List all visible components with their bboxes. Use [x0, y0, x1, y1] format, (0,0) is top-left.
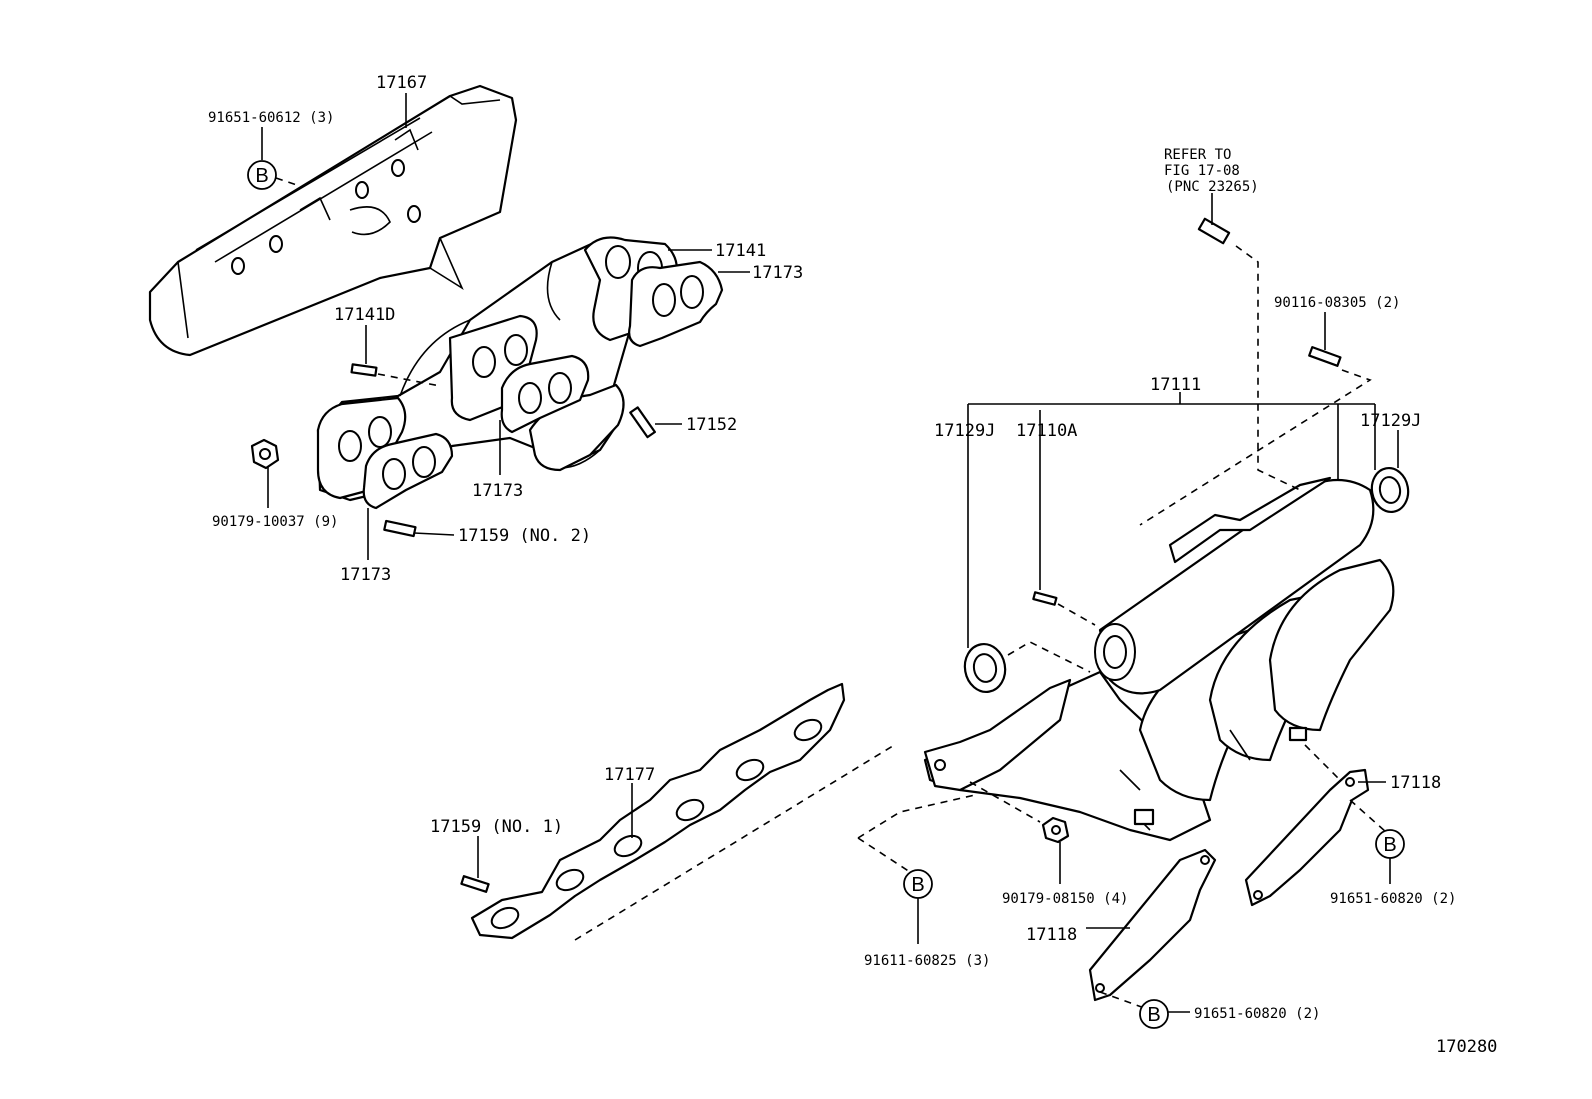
- stud-90116-drawing: [1139, 346, 1372, 526]
- gasket-17129j-right-drawing: [1370, 467, 1410, 513]
- stud-17152-drawing: [629, 406, 656, 439]
- label-intake-gasket: 17177: [604, 765, 655, 785]
- bolt-b-right-drawing: [1349, 799, 1387, 833]
- label-refer-line1: REFER TO: [1164, 147, 1231, 163]
- sensor-refer-drawing: [1197, 217, 1301, 491]
- stay-right-drawing: [1244, 744, 1370, 907]
- intake-manifold-drawing: [923, 476, 1395, 842]
- svg-text:B: B: [255, 165, 268, 187]
- label-stud-17152: 17152: [686, 415, 737, 435]
- label-heat-insulator: 17167: [376, 73, 427, 93]
- callout-b-right: B: [1375, 829, 1405, 859]
- nut-90179-10037-drawing: [250, 438, 280, 470]
- nut-90179-08150-drawing: [969, 781, 1070, 844]
- label-stud-17159-no1: 17159 (NO. 1): [430, 817, 563, 837]
- label-refer-line3: (PNC 23265): [1166, 179, 1259, 195]
- exhaust-gasket-left-drawing: [362, 432, 454, 510]
- label-bolt-91651-lower: 91651-60820 (2): [1194, 1006, 1320, 1022]
- gasket-17129j-left-drawing: [963, 641, 1091, 693]
- label-exhaust-gasket-left: 17173: [340, 565, 391, 585]
- stud-17159-no1-drawing: [460, 875, 490, 893]
- label-stay-lower: 17118: [1026, 925, 1077, 945]
- exhaust-gasket-center-drawing: [500, 354, 590, 434]
- label-stay-right: 17118: [1390, 773, 1441, 793]
- label-exhaust-manifold: 17141: [715, 241, 766, 261]
- label-refer-line2: FIG 17-08: [1164, 163, 1240, 179]
- stud-17159-no2-drawing: [383, 519, 417, 538]
- intake-gasket-drawing: [470, 682, 897, 941]
- callout-b-lower: B: [1139, 999, 1169, 1029]
- label-insulator-bolt: 91651-60612 (3): [208, 110, 334, 126]
- stud-17141d-drawing: [350, 363, 441, 387]
- bolt-b-insulator-drawing: [275, 177, 301, 187]
- label-stud-90116: 90116-08305 (2): [1274, 295, 1400, 311]
- label-intake-manifold: 17111: [1150, 375, 1201, 395]
- label-stud-17110a: 17110A: [1016, 421, 1077, 441]
- bolt-b-91611-drawing: [857, 794, 976, 873]
- svg-text:B: B: [911, 874, 924, 896]
- label-exhaust-gasket-center: 17173: [472, 481, 523, 501]
- stay-lower-drawing: [1088, 848, 1217, 1011]
- svg-text:B: B: [1147, 1004, 1160, 1026]
- label-stud-17141d: 17141D: [334, 305, 395, 325]
- exhaust-gasket-right-drawing: [628, 260, 724, 348]
- callout-b-insulator: B: [247, 160, 277, 190]
- svg-text:B: B: [1383, 834, 1396, 856]
- label-bolt-91651-right: 91651-60820 (2): [1330, 891, 1456, 907]
- label-gasket-17129j-right: 17129J: [1360, 411, 1421, 431]
- label-bolt-91611: 91611-60825 (3): [864, 953, 990, 969]
- label-nut-90179-08150: 90179-08150 (4): [1002, 891, 1128, 907]
- label-stud-17159-no2: 17159 (NO. 2): [458, 526, 591, 546]
- label-nut-90179-10037: 90179-10037 (9): [212, 514, 338, 530]
- stud-17110a-drawing: [1032, 591, 1096, 626]
- callout-b-91611: B: [903, 869, 933, 899]
- label-gasket-17129j-left: 17129J: [934, 421, 995, 441]
- leader-lines: [261, 93, 1399, 1013]
- heat-insulator-drawing: [148, 84, 518, 357]
- figure-number: 170280: [1436, 1037, 1497, 1057]
- label-exhaust-gasket-right: 17173: [752, 263, 803, 283]
